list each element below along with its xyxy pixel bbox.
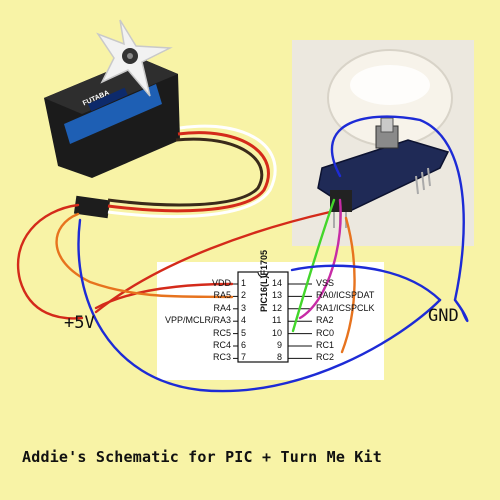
blue-wire-servo-gnd [77, 218, 442, 393]
chip-right-pin-number: 9 [277, 340, 283, 350]
chip-left-pin-number: 3 [241, 302, 247, 313]
chip-right-pin-number: 14 [272, 278, 283, 288]
orange-wire-servo [55, 212, 234, 299]
blue-wire-gnd-right [453, 298, 469, 323]
red-wire-encoder [94, 210, 332, 314]
chip-right-pin-label: RC2 [316, 352, 335, 363]
chip-name: PIC16(L)F1705 [259, 249, 269, 312]
servo-motor [44, 19, 180, 219]
chip-left-pin-number: 4 [241, 315, 247, 326]
chip-left-pin-label: RC3 [212, 352, 231, 363]
chip-left-pin-number: 7 [241, 352, 247, 363]
gnd-label: GND [428, 306, 459, 326]
encoder-photo [292, 40, 474, 246]
plus5v-label: +5V [64, 313, 95, 333]
chip-right-pin-number: 11 [272, 315, 282, 326]
red-wire-servo [16, 203, 84, 320]
magenta-wire [298, 198, 342, 320]
chip-left-pin-number: 2 [241, 290, 247, 301]
chip-left-pin-number: 6 [241, 340, 247, 350]
green-wire [291, 198, 336, 333]
chip-right-pin-number: 13 [272, 290, 283, 301]
chip-left-pin-label: VDD [211, 278, 231, 288]
chip-right-pin-label: RC0 [316, 327, 335, 338]
chip-left-pin-number: 5 [241, 327, 247, 338]
servo-cable [107, 124, 277, 219]
chip-left-pin-number: 1 [241, 278, 247, 288]
chip-left-pin-label: RA4 [213, 302, 231, 313]
servo-horn [96, 19, 173, 97]
caption: Addie's Schematic for PIC + Turn Me Kit [22, 448, 382, 466]
chip-left-pin-label: RC4 [212, 340, 231, 350]
blue-wire-vss [290, 264, 442, 302]
chip-right-pin-number: 8 [277, 352, 283, 363]
chip-left-pin-label: RA5 [213, 290, 231, 301]
chip-right-pin-label: RA1/ICSPCLK [316, 302, 375, 313]
chip-right-pin-label: RA0/ICSPDAT [316, 290, 375, 301]
wiring [16, 115, 469, 393]
chip-panel [157, 262, 384, 380]
chip-right-pin-label: RA2 [316, 315, 334, 326]
chip-right-pin-number: 12 [272, 302, 283, 313]
orange-wire-encoder [340, 216, 356, 354]
blue-wire-encoder-gnd [330, 115, 465, 302]
chip-right-pin-number: 10 [272, 327, 283, 338]
chip-left-pin-label: RC5 [212, 327, 231, 338]
chip-right-pin-label: RC1 [316, 340, 335, 350]
chip-left-pin-label: VPP/MCLR/RA3 [164, 315, 231, 326]
chip-right-pin-label: VSS [316, 278, 335, 288]
